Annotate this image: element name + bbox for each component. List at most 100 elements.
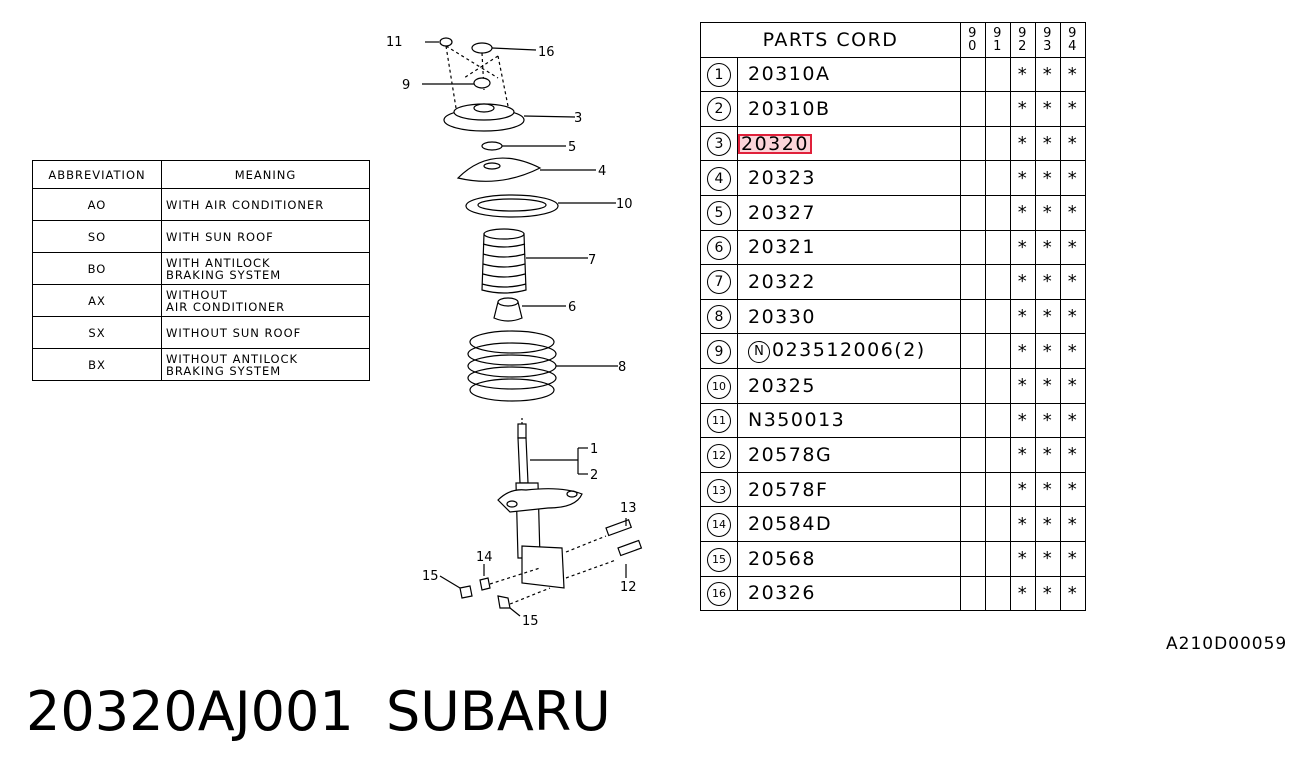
year-applicability: * <box>1035 471 1061 508</box>
year-applicability: * <box>1010 229 1036 266</box>
callout-1: 1 <box>590 442 598 457</box>
item-number: 10 <box>707 374 731 399</box>
year-applicability <box>960 229 986 266</box>
callout-9: 9 <box>402 78 410 93</box>
item-number-cell: 9 <box>700 333 738 369</box>
part-code-cell: 20321 <box>737 229 961 266</box>
year-applicability <box>985 125 1011 162</box>
item-number: 6 <box>707 235 731 260</box>
item-number-cell: 4 <box>700 160 738 196</box>
part-13-bolt <box>565 518 633 553</box>
meaning-line-1: WITHOUT <box>166 287 228 302</box>
year-applicability: * <box>1035 333 1061 369</box>
item-number-cell: 1 <box>700 56 738 93</box>
year-applicability: * <box>1060 194 1086 231</box>
item-number-cell: 2 <box>700 91 738 127</box>
part-1-2-strut <box>497 418 588 589</box>
abbreviation-meaning: WITHOUT SUN ROOF <box>161 316 370 349</box>
year-applicability <box>985 298 1011 335</box>
part-code: 20330 <box>748 305 816 328</box>
abbreviation-meaning: WITH AIR CONDITIONER <box>161 188 370 221</box>
year-applicability <box>985 264 1011 300</box>
part-3-upper-mount <box>443 103 576 132</box>
part-prefix-circle: N <box>748 341 770 364</box>
year-applicability: * <box>1010 540 1036 577</box>
item-number: 15 <box>707 547 731 572</box>
item-number-cell: 6 <box>700 229 738 266</box>
meaning-line-2: BRAKING SYSTEM <box>166 267 282 282</box>
year-applicability <box>985 506 1011 542</box>
callout-10: 10 <box>616 197 633 212</box>
part-code-highlighted[interactable]: 20320 <box>738 133 812 154</box>
part-code-cell: 20310A <box>737 56 961 93</box>
year-applicability: * <box>1035 264 1061 300</box>
abbreviation-code: BX <box>32 348 162 381</box>
callout-6: 6 <box>568 300 576 315</box>
year-applicability: * <box>1035 91 1061 127</box>
item-number-cell: 14 <box>700 506 738 542</box>
brand-name: SUBARU <box>386 680 611 743</box>
year-applicability: * <box>1060 298 1086 335</box>
year-applicability: * <box>1035 229 1061 266</box>
year-applicability: * <box>1010 298 1036 335</box>
year-applicability: * <box>1060 264 1086 300</box>
stud-guide-lines <box>445 45 509 109</box>
item-number: 14 <box>707 513 731 538</box>
part-code: 20325 <box>748 374 816 397</box>
year-applicability: * <box>1035 56 1061 93</box>
callout-12: 12 <box>620 580 637 595</box>
abbreviation-header: ABBREVIATION <box>32 160 162 189</box>
item-number: 4 <box>707 166 731 191</box>
part-code: 20322 <box>748 270 816 293</box>
part-code-cell: 20330 <box>737 298 961 335</box>
part-code-cell: 20578G <box>737 437 961 473</box>
part-code-cell: 20326 <box>737 575 961 612</box>
year-applicability: * <box>1060 160 1086 196</box>
part-code-cell: 20578F <box>737 471 961 508</box>
part-7-boot <box>481 228 588 294</box>
year-applicability: * <box>1010 91 1036 127</box>
part-code: 20578F <box>748 478 829 501</box>
abbreviation-code: BO <box>32 252 162 285</box>
part-code: 20321 <box>748 236 816 259</box>
part-code-cell: 20325 <box>737 367 961 404</box>
part-11-nut <box>425 37 453 47</box>
part-code: 20326 <box>748 582 816 605</box>
year-applicability <box>960 56 986 93</box>
year-digit: 9 <box>968 25 978 41</box>
year-applicability: * <box>1035 575 1061 612</box>
year-applicability: * <box>1035 160 1061 196</box>
year-applicability <box>960 437 986 473</box>
year-applicability: * <box>1060 91 1086 127</box>
year-applicability <box>985 402 1011 439</box>
year-applicability <box>985 367 1011 404</box>
year-applicability: * <box>1060 56 1086 93</box>
part-8-coil-spring <box>467 330 618 402</box>
year-applicability <box>960 471 986 508</box>
item-number: 12 <box>707 443 731 468</box>
part-12-bolt <box>565 539 643 579</box>
year-digit: 9 <box>1068 25 1078 41</box>
meaning-line-1: WITH ANTILOCK <box>166 255 271 270</box>
part-code: 20568 <box>748 547 816 570</box>
part-number: 20320AJ001 <box>26 680 354 743</box>
parts-cord-header: PARTS CORD <box>700 22 961 58</box>
year-applicability: * <box>1010 264 1036 300</box>
year-applicability <box>960 333 986 369</box>
callout-15-left: 15 <box>422 569 439 584</box>
callout-16: 16 <box>538 45 555 60</box>
callout-14: 14 <box>476 550 493 565</box>
year-applicability: * <box>1010 367 1036 404</box>
year-applicability: * <box>1010 160 1036 196</box>
